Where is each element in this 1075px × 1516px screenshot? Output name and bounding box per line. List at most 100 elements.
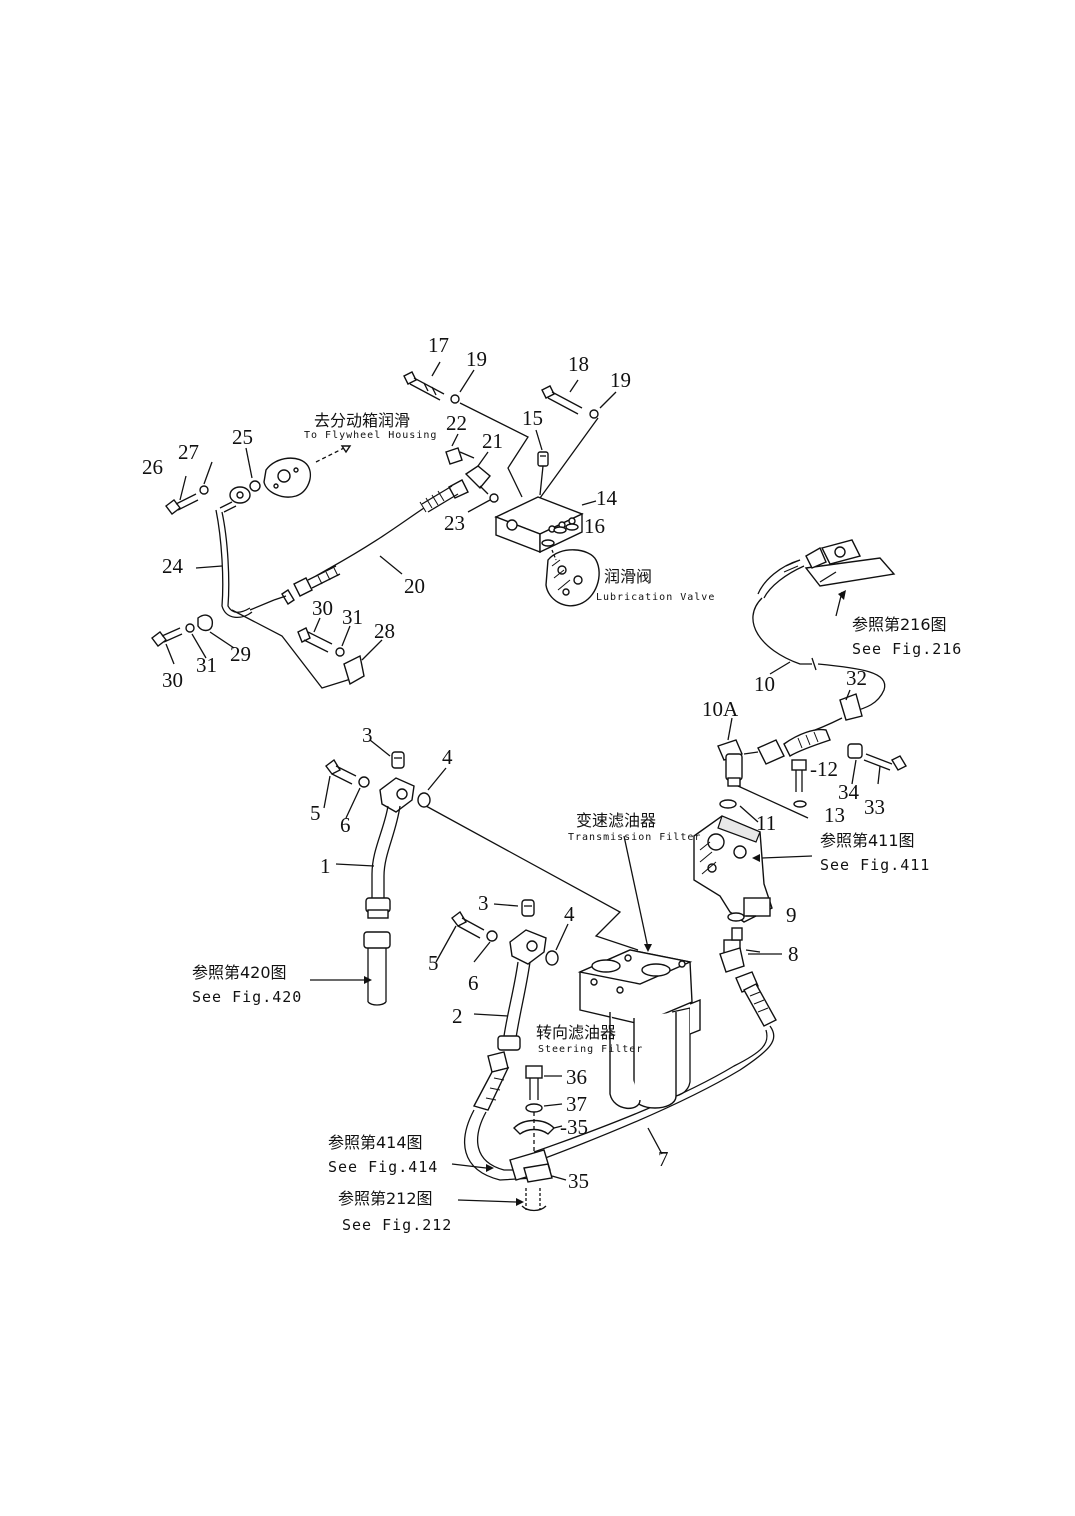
collar-34-part [847,743,863,759]
label-35a: -35 [560,1115,588,1139]
lube-valve-label-en: Lubrication Valve [596,592,715,603]
washer-31b-part [335,647,345,657]
bolt-30a-part [151,627,183,647]
trans-filter-label-cn: 变速滤油器 [576,811,656,830]
ref414-label-en: See Fig.414 [328,1158,438,1176]
label-30a: 30 [162,668,183,692]
bracket-plate-part [804,557,896,587]
bolt-5a-part [325,758,357,785]
label-6b: 6 [468,971,479,995]
label-10: 10 [754,672,775,696]
bolt-12-part [791,759,807,792]
washer-6b-part [486,930,498,942]
ref420-label-cn: 参照第420图 [192,963,287,982]
label-6a: 6 [340,813,351,837]
washer-13-part [793,800,807,808]
label-26: 26 [142,455,163,479]
label-7: 7 [658,1147,669,1171]
label-3a: 3 [362,723,373,747]
hose-20-part [273,479,469,605]
flange-25-part [263,457,312,498]
label-28: 28 [374,619,395,643]
label-11: 11 [756,811,776,835]
label-leaders [165,361,881,1206]
label-12: -12 [810,757,838,781]
label-4a: 4 [442,745,453,769]
label-31b: 31 [342,605,363,629]
oring-11-part [719,799,737,809]
steer-filter-label-cn: 转向滤油器 [536,1023,616,1042]
label-31a: 31 [196,653,217,677]
washer-19b-part [589,409,599,419]
label-19a: 19 [466,347,487,371]
label-22: 22 [446,411,467,435]
bolt-17-part [403,371,445,401]
fitting-8-part [719,927,745,973]
lube-valve-label-cn: 润滑阀 [604,567,652,586]
label-4b: 4 [564,902,575,926]
hose-10-group [717,539,907,819]
label-3b: 3 [478,891,489,915]
clamp-32-part [839,693,863,721]
label-30b: 30 [312,596,333,620]
label-23: 23 [444,511,465,535]
ref212-label-en: See Fig.212 [342,1216,452,1234]
label-25: 25 [232,425,253,449]
label-8: 8 [788,942,799,966]
label-2: 2 [452,1004,463,1028]
ref411-label-cn: 参照第411图 [820,831,915,850]
label-29: 29 [230,642,251,666]
bolt-5b-part [451,910,485,939]
label-14: 14 [596,486,618,510]
bolt-18-part [541,385,583,415]
trans-filter-label-en: Transmission Filter [568,832,701,843]
oring-9-part [727,912,745,922]
label-21: 21 [482,429,503,453]
filter-assembly [425,805,701,1109]
label-17: 17 [428,333,449,357]
plug-15-part [537,451,549,467]
ref216-label-cn: 参照第216图 [852,615,947,634]
oring-23-part [489,493,499,503]
flywheel-label-cn: 去分动箱润滑 [314,411,410,430]
label-5a: 5 [310,801,321,825]
oring-4a-part [417,792,431,808]
ref411-label-en: See Fig.411 [820,856,930,874]
pipe-2-group [451,899,559,1181]
callout-labels: 去分动箱润滑 To Flywheel Housing 润滑阀 Lubricati… [192,411,961,1234]
part-number-labels: 17 19 18 19 15 22 21 14 16 23 25 27 26 2… [142,333,885,1193]
label-10a: 10A [702,697,739,721]
hose-7-part [533,971,777,1161]
oring-25-part [249,480,261,492]
bolt-26-part [165,493,199,515]
washer-27-part [199,485,209,495]
label-9: 9 [786,903,797,927]
lubrication-line-group [151,371,600,689]
plug-3b-part [521,899,535,917]
label-35b: 35 [568,1169,589,1193]
label-5b: 5 [428,951,439,975]
flywheel-label-en: To Flywheel Housing [304,430,437,441]
ref212-label-cn: 参照第212图 [338,1189,433,1208]
elbow-10a-part [717,739,743,787]
plug-3a-part [391,751,405,769]
oring-4b-part [545,950,559,966]
clamp-29-part [197,614,213,632]
label-32: 32 [846,666,867,690]
fitting-22-part [445,447,475,465]
ref414-label-cn: 参照第414图 [328,1133,423,1152]
label-15: 15 [522,406,543,430]
label-37: 37 [566,1092,587,1116]
pipe-flange-part [219,486,251,513]
label-16: 16 [584,514,605,538]
steer-filter-label-en: Steering Filter [538,1044,643,1055]
label-33: 33 [864,795,885,819]
pipe-1-group [325,751,431,1006]
elbow-21-part [464,465,491,495]
ref420-label-en: See Fig.420 [192,988,302,1006]
nut-10-part [757,739,785,765]
clamp-35b-part [523,1163,553,1183]
valve-411-part [693,815,773,923]
clamp-28-part [343,654,365,686]
label-20: 20 [404,574,425,598]
